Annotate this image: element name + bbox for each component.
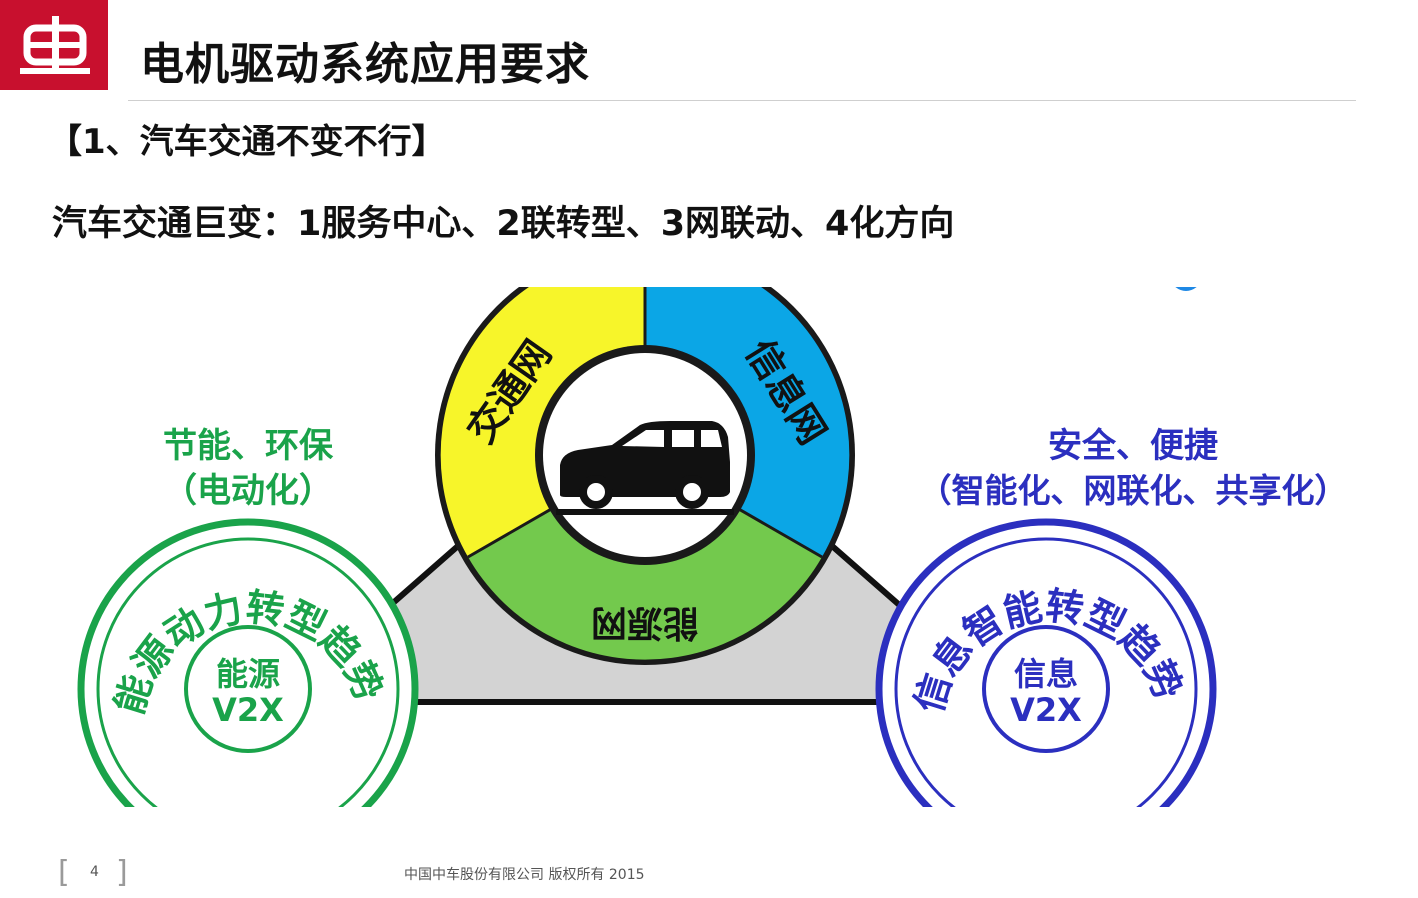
page-number: 4 [90, 864, 99, 880]
footer-bracket-right: ] [116, 855, 128, 890]
title-divider [128, 100, 1356, 101]
copyright-text: 中国中车股份有限公司 版权所有 2015 [404, 867, 645, 883]
crrc-logo [0, 0, 108, 90]
info-stamp: 信息智能转型趋势 信息 V2X [875, 518, 1217, 860]
crrc-logo-icon [20, 16, 90, 74]
transport-diagram-svg: 交通网 信息网 能源网 节能、环保 （电动化） 安全、便捷 （智能化、网联化、共… [77, 245, 1348, 860]
energy-stamp: 能源动力转型趋势 能源 V2X [77, 518, 419, 860]
left-caption-line1: 节能、环保 [163, 426, 334, 466]
info-core-line1: 信息 [1014, 655, 1078, 693]
car-icon [556, 421, 734, 515]
energy-core-line2: V2X [212, 691, 284, 729]
info-core-line2: V2X [1010, 691, 1082, 729]
transport-diagram: 交通网 信息网 能源网 节能、环保 （电动化） 安全、便捷 （智能化、网联化、共… [0, 245, 1418, 860]
energy-core-line1: 能源 [216, 655, 280, 693]
section-subheading: 汽车交通巨变：1服务中心、2联转型、3网联动、4化方向 [52, 204, 955, 244]
segment-energy-label: 能源网 [591, 602, 699, 643]
footer-bracket-left: [ [58, 855, 70, 890]
page-title: 电机驱动系统应用要求 [140, 39, 590, 90]
section-heading: 【1、汽车交通不变不行】 [48, 122, 446, 162]
decor-mark [1174, 283, 1198, 291]
right-caption-line2: （智能化、网联化、共享化） [919, 471, 1348, 510]
right-caption-line1: 安全、便捷 [1048, 426, 1218, 466]
left-caption-line2: （电动化） [163, 471, 333, 511]
